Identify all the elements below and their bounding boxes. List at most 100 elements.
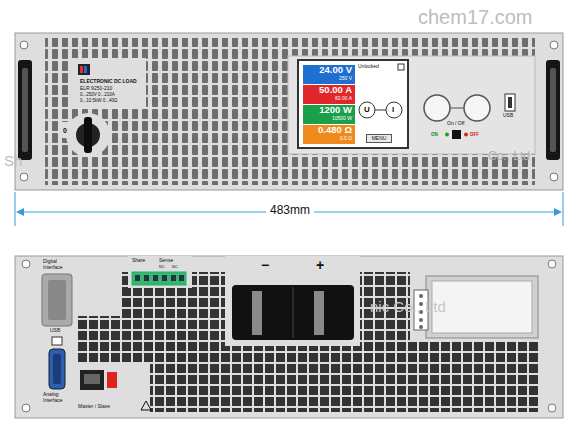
dc-terminal-part <box>293 287 294 338</box>
digital-interface-slot-part <box>48 280 66 320</box>
dimension-line-part <box>554 208 562 216</box>
signal-terminal-part <box>162 275 167 281</box>
control-knob-part <box>450 108 464 109</box>
rear-panel-part <box>548 260 556 268</box>
mode-symbol: I <box>392 105 394 114</box>
control-knob <box>424 95 490 121</box>
limit-value: 10500 W <box>332 116 352 122</box>
button-label: MENU <box>367 136 391 142</box>
front-panel-part <box>15 33 563 190</box>
dc-terminal-part <box>252 291 262 335</box>
mode-symbol: U <box>364 105 370 114</box>
rating-text: 0...10.5kW 0...40Ω <box>80 98 117 103</box>
ac-terminal-part <box>419 318 423 322</box>
ac-terminal-part <box>432 281 532 333</box>
port-label: Digital Interface <box>43 259 75 271</box>
display-part <box>386 102 402 118</box>
logo-part <box>78 64 90 75</box>
value-tile: 50.00 A60.00 A <box>303 85 355 104</box>
reading-value: 0.480 Ω <box>318 125 352 136</box>
menu-button: MENU <box>366 134 392 143</box>
value-tile: 0.480 Ω0.0 Ω <box>303 125 355 144</box>
terminal-label: Sense <box>159 258 173 264</box>
digital-interface-slot <box>42 274 72 326</box>
pin-label: NC <box>172 265 178 270</box>
warning-triangle <box>141 401 151 410</box>
rack-handle-part <box>20 41 28 49</box>
logo <box>78 64 90 75</box>
port-label: USB <box>503 113 513 119</box>
limit-value: 0.0 Ω <box>340 136 352 142</box>
display-screen: Unlocked24.00 V250 V50.00 A60.00 A1200 W… <box>300 62 406 146</box>
reading-value: 1200 W <box>319 105 352 116</box>
control-knob-part <box>464 95 490 121</box>
rack-handle-part <box>550 173 558 181</box>
display-part <box>298 60 408 148</box>
display-part <box>375 110 386 111</box>
signal-terminal-part <box>144 275 149 281</box>
front-panel <box>15 33 563 190</box>
model-text: ELR 9250-210 <box>80 86 112 92</box>
signal-terminal-part <box>135 275 140 281</box>
rotary-switch <box>76 117 100 153</box>
dimension-text: 483mm <box>266 204 314 218</box>
logo-part <box>80 66 83 73</box>
switch-mark: 0 <box>63 127 67 135</box>
power-button-part <box>445 133 449 137</box>
limit-value: 60.00 A <box>335 96 352 102</box>
rear-panel-part <box>76 272 122 316</box>
polarity-mark: − <box>261 257 269 273</box>
digital-interface-slot-part <box>42 274 72 326</box>
rack-handle-part <box>546 60 560 160</box>
rack-handle-part <box>22 68 28 152</box>
dimension-line-part <box>563 192 564 226</box>
usb-port-part <box>508 97 512 108</box>
usb-port-part <box>505 94 515 111</box>
power-button-part <box>452 130 461 139</box>
rj45-port <box>80 370 117 390</box>
display-part <box>359 102 375 118</box>
dimension-line-part <box>16 208 24 216</box>
reading-value: 50.00 A <box>319 85 352 96</box>
watermark: chem17.com <box>418 6 533 29</box>
usb-port-part <box>52 337 62 345</box>
ac-terminal-part <box>419 294 423 298</box>
rack-handle-part <box>550 41 558 49</box>
warning-triangle-part <box>141 401 151 410</box>
rear-panel-part <box>15 256 563 418</box>
rack-handle-part <box>20 173 28 181</box>
rack-handle-part <box>550 68 556 152</box>
usb-port <box>505 94 515 111</box>
watermark: Co., Ltd <box>488 150 530 164</box>
control-knob-part <box>424 95 450 121</box>
limit-value: 250 V <box>339 76 352 82</box>
front-panel-part <box>45 38 535 185</box>
rack-handle-part <box>18 60 32 160</box>
display-part <box>398 64 404 70</box>
rear-panel-part <box>128 256 192 288</box>
rj45-port-part <box>84 374 100 384</box>
state-label: ON <box>431 132 438 137</box>
signal-terminal <box>132 272 186 285</box>
ac-terminal-part <box>419 325 423 329</box>
front-panel-part <box>288 56 535 154</box>
port-label: Analog Interface <box>43 392 75 404</box>
logo-part <box>84 66 87 73</box>
signal-terminal-part <box>179 275 184 281</box>
watermark: Sh <box>4 152 22 169</box>
dc-terminal-part <box>232 285 354 340</box>
power-button-part <box>464 133 468 137</box>
sub-d-connector-part <box>53 354 61 384</box>
rear-panel-part <box>22 404 30 412</box>
dc-terminal-part <box>314 291 324 335</box>
port-label: USB <box>50 328 60 334</box>
signal-terminal-part <box>153 275 158 281</box>
front-panel-part <box>68 58 146 108</box>
value-tile: 24.00 V250 V <box>303 65 355 84</box>
rj45-port-part <box>107 372 117 388</box>
dimension-line <box>15 192 563 226</box>
signal-terminal-part <box>171 275 176 281</box>
value-tile: 1200 W10500 W <box>303 105 355 124</box>
rj45-port-part <box>80 370 104 390</box>
